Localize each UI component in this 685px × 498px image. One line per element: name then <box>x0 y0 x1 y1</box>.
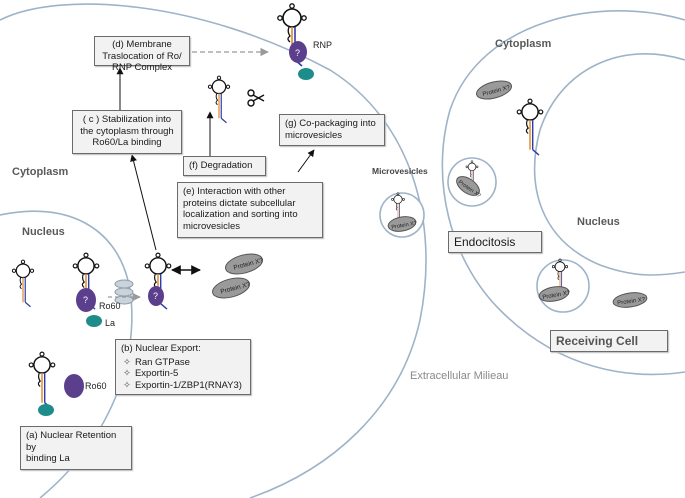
microvesicle-protein <box>387 216 417 232</box>
star-icon: ✧ <box>123 356 131 368</box>
right-vesicle-protein <box>538 286 570 302</box>
right-free-protein <box>612 292 648 308</box>
right-nucleus-membrane <box>533 53 685 276</box>
endocytic-protein <box>456 176 480 196</box>
cytoplasm-right-label: Cytoplasm <box>495 38 552 50</box>
protein-x-oval-1 <box>225 253 263 275</box>
scissors-icon <box>247 89 265 107</box>
retained-la <box>38 404 54 416</box>
la-bound <box>86 315 102 327</box>
retained-rna-icon <box>28 351 56 409</box>
box-d-line-3: RNP Complex <box>111 62 172 73</box>
copackaging-arrow <box>297 149 315 173</box>
box-g-line-1: (g) Co-packaging into <box>285 118 376 129</box>
extracellular-label: Extracellular Milieau <box>410 370 509 382</box>
rnp-ro60 <box>289 41 307 63</box>
right-protein-oval <box>475 80 513 100</box>
box-e-line-2: proteins dictate subcellular <box>183 197 296 209</box>
box-e-line-3: localization and sorting into <box>183 209 298 220</box>
box-f-degradation: (f) Degradation <box>183 156 266 176</box>
right-cell-membrane <box>441 10 685 376</box>
degraded-rna-icon <box>207 75 231 124</box>
box-c-line-2: the cytoplasm through <box>80 125 174 137</box>
box-c-line-3: Ro60/La binding <box>92 137 162 148</box>
box-receiving-cell: Receiving Cell <box>550 330 668 352</box>
rnp-la <box>298 68 314 80</box>
microvesicles-label: Microvesicles <box>372 166 428 176</box>
box-d-membrane-translocation: (d) Membrane Traslocation of Ro/ RNP Com… <box>94 36 190 73</box>
box-b-item: ✧Ran GTPase <box>123 356 190 368</box>
box-c-stabilization: ( c ) Stabilization into the cytoplasm t… <box>72 110 182 154</box>
exported-ro60 <box>148 286 164 306</box>
box-b-nuclear-export: (b) Nuclear Export: ✧Ran GTPase ✧Exporti… <box>115 339 251 395</box>
right-vesicle <box>536 259 590 313</box>
left-cell-membrane <box>0 3 427 498</box>
box-c-line-1: ( c ) Stabilization into <box>82 114 172 125</box>
box-a-line-3: binding La <box>26 453 70 464</box>
cytoplasm-left-label: Cytoplasm <box>12 166 69 178</box>
endocitosis-label: Endocitosis <box>454 235 516 249</box>
protein-x-oval-2 <box>212 277 250 299</box>
star-icon: ✧ <box>123 379 131 391</box>
box-a-line-1: (a) Nuclear Retention <box>26 430 117 441</box>
box-e-line-1: (e) Interaction with other <box>183 186 286 197</box>
ro60-free-label: Ro60 <box>85 381 107 391</box>
nucleus-right-label: Nucleus <box>577 216 620 228</box>
box-d-line-1: (d) Membrane <box>112 39 172 50</box>
stabilization-arrow <box>130 154 157 251</box>
box-f-line: (f) Degradation <box>189 160 253 171</box>
ro60-bound <box>76 288 96 312</box>
box-b-title: (b) Nuclear Export: <box>121 343 201 354</box>
right-vesicle-protein-label: Protein X? <box>542 290 571 301</box>
exported-question-mark: ? <box>153 291 158 301</box>
star-icon: ✧ <box>123 368 131 379</box>
box-g-line-2: microvesicles <box>285 129 343 141</box>
box-b-item: ✧Exportin-1/ZBP1(RNAY3) <box>123 379 242 391</box>
receiving-cell-label: Receiving Cell <box>556 334 639 348</box>
microvesicle-protein-label: Protein X? <box>391 220 417 230</box>
box-b-list: ✧Ran GTPase ✧Exportin-5 ✧Exportin-1/ZBP1… <box>121 357 245 392</box>
box-g-copackaging: (g) Co-packaging into microvesicles <box>279 114 385 146</box>
box-a-nuclear-retention: (a) Nuclear Retention by binding La <box>20 426 132 470</box>
box-e-interaction: (e) Interaction with other proteins dict… <box>177 182 323 238</box>
ro60-bound-label: Ro60 <box>99 301 121 311</box>
rnp-question-mark: ? <box>295 48 300 58</box>
rnp-label: RNP <box>313 40 333 50</box>
box-endocitosis: Endocitosis <box>448 231 542 253</box>
box-a-line-2: by <box>26 441 37 453</box>
ro60-question-mark: ? <box>83 295 88 305</box>
right-rna-icon <box>516 98 544 156</box>
la-bound-label: La <box>105 318 116 328</box>
ro60-free <box>64 374 84 398</box>
nuclear-pore-icon <box>114 279 134 305</box>
right-free-protein-label: Protein X? <box>617 297 646 307</box>
nuclear-rna-icon <box>11 259 35 308</box>
nucleus-left-label: Nucleus <box>22 226 65 238</box>
box-b-item: ✧Exportin-5 <box>123 368 179 379</box>
box-e-line-4: microvesicles <box>183 220 241 232</box>
box-d-line-2: Traslocation of Ro/ <box>102 50 182 62</box>
